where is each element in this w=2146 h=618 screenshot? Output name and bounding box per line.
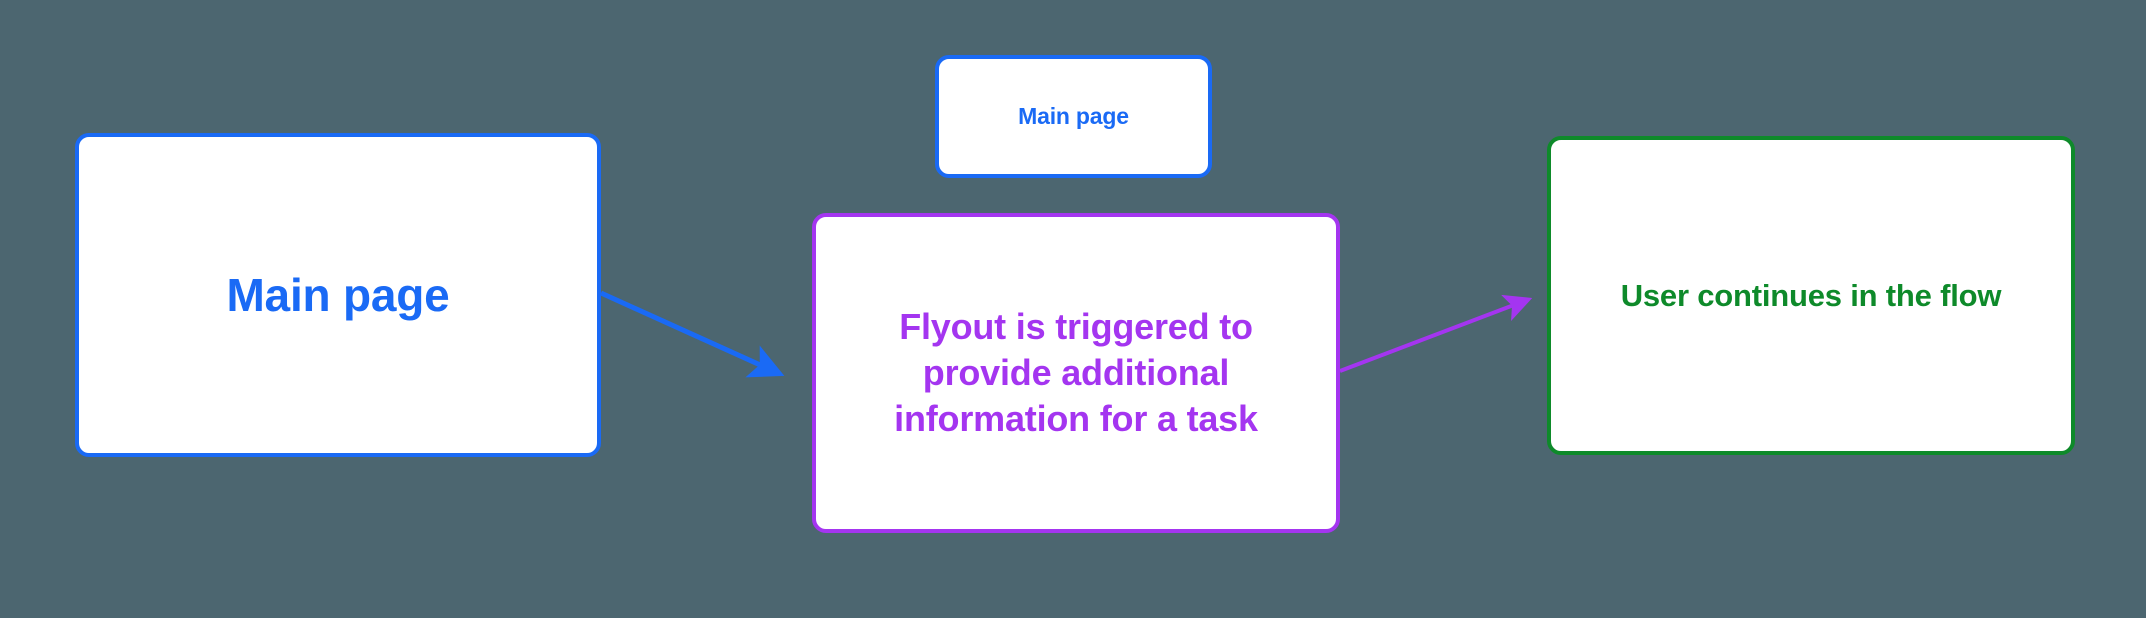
node-main-page-small-label: Main page	[1018, 103, 1129, 130]
node-main-page-small[interactable]: Main page	[935, 55, 1212, 178]
arrow-flyout-to-user-continues	[1339, 294, 1533, 373]
node-user-continues[interactable]: User continues in the flow	[1547, 136, 2075, 455]
arrow-main-page-to-flyout	[599, 290, 785, 378]
node-flyout-label: Flyout is triggered to provide additiona…	[894, 305, 1258, 440]
node-user-continues-label: User continues in the flow	[1620, 277, 2002, 313]
node-flyout[interactable]: Flyout is triggered to provide additiona…	[812, 213, 1340, 533]
node-main-page-large-label: Main page	[226, 268, 450, 321]
node-main-page-large[interactable]: Main page	[75, 133, 601, 457]
